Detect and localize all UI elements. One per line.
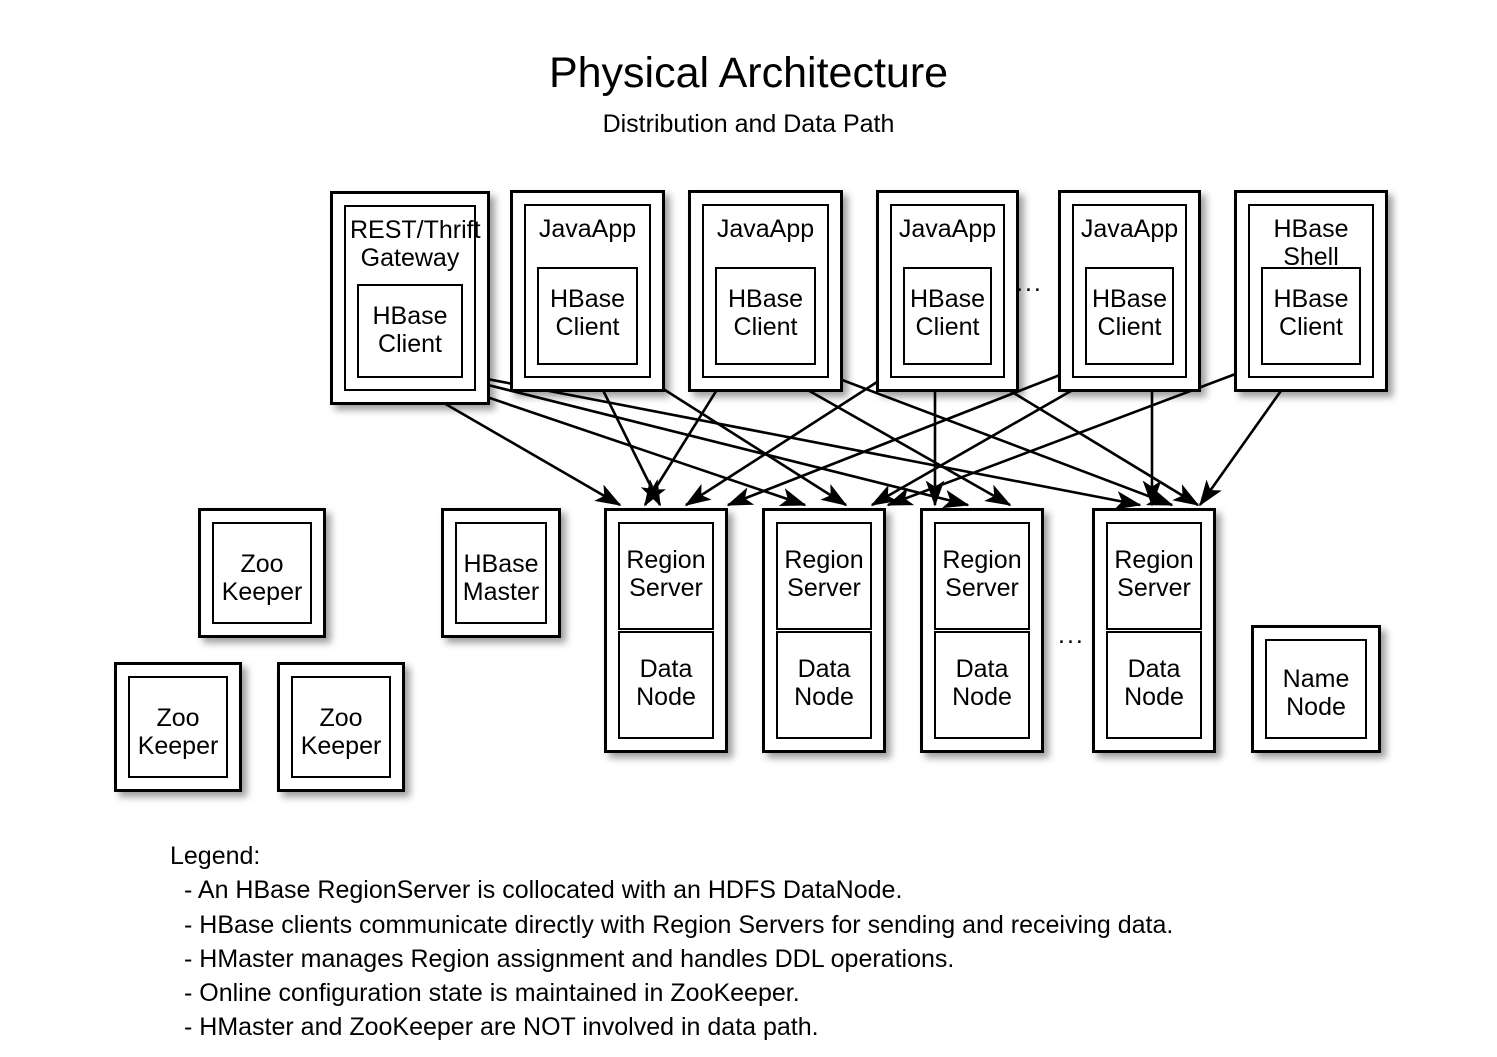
app-container-javaapp-3: JavaApp HBase Client <box>890 204 1005 378</box>
hbase-client-box[interactable]: HBase Client <box>357 284 463 378</box>
hbase-client-label: HBase Client <box>549 285 626 341</box>
name-node-inner: Name Node <box>1265 639 1367 739</box>
region-server-node-2[interactable]: Region Server Data Node <box>762 508 886 753</box>
data-node-label: Data Node <box>1124 655 1184 711</box>
legend-line: - Online configuration state is maintain… <box>184 979 800 1007</box>
zookeeper-node-3[interactable]: Zoo Keeper <box>277 662 405 792</box>
zookeeper-node-2[interactable]: Zoo Keeper <box>114 662 242 792</box>
hbase-client-box[interactable]: HBase Client <box>537 267 638 365</box>
hbase-client-box[interactable]: HBase Client <box>1261 267 1361 365</box>
hbase-client-label: HBase Client <box>1091 285 1168 341</box>
client-node-gateway[interactable]: REST/Thrift Gateway HBase Client <box>330 191 490 405</box>
hbase-client-box[interactable]: HBase Client <box>1085 267 1174 365</box>
hbase-master-node[interactable]: HBase Master <box>441 508 561 638</box>
app-label: HBase Shell <box>1273 215 1349 271</box>
data-node-box-1[interactable]: Data Node <box>618 631 714 739</box>
region-server-label: Region Server <box>784 546 864 602</box>
client-row-ellipsis: ... <box>1016 269 1043 297</box>
client-node-javaapp-2[interactable]: JavaApp HBase Client <box>688 190 843 392</box>
zookeeper-inner-2: Zoo Keeper <box>128 676 228 778</box>
region-server-node-3[interactable]: Region Server Data Node <box>920 508 1044 753</box>
data-node-label: Data Node <box>636 655 696 711</box>
app-label: JavaApp <box>538 215 637 243</box>
legend-title: Legend: <box>170 842 261 870</box>
legend-line: - HBase clients communicate directly wit… <box>184 910 1174 939</box>
region-server-row-ellipsis: ... <box>1058 621 1085 649</box>
hbase-client-box[interactable]: HBase Client <box>903 267 992 365</box>
region-server-label: Region Server <box>942 546 1022 602</box>
region-server-box-4[interactable]: Region Server <box>1106 522 1202 630</box>
page-title: Physical Architecture <box>548 49 949 97</box>
name-node-label: Name Node <box>1282 665 1350 721</box>
app-label: JavaApp <box>716 215 815 243</box>
zookeeper-label: Zoo Keeper <box>137 704 219 760</box>
client-node-javaapp-1[interactable]: JavaApp HBase Client <box>510 190 665 392</box>
data-node-box-2[interactable]: Data Node <box>776 631 872 739</box>
hbase-client-box[interactable]: HBase Client <box>715 267 816 365</box>
page-subtitle: Distribution and Data Path <box>602 110 895 138</box>
app-label: JavaApp <box>1080 215 1179 243</box>
legend-line: - An HBase RegionServer is collocated wi… <box>184 876 903 905</box>
data-node-box-3[interactable]: Data Node <box>934 631 1030 739</box>
region-server-label: Region Server <box>1114 546 1194 602</box>
client-node-javaapp-3[interactable]: JavaApp HBase Client <box>876 190 1019 392</box>
client-node-javaapp-4[interactable]: JavaApp HBase Client <box>1058 190 1201 392</box>
data-node-label: Data Node <box>794 655 854 711</box>
hbase-master-label: HBase Master <box>462 550 540 606</box>
zookeeper-label: Zoo Keeper <box>300 704 382 760</box>
zookeeper-node-1[interactable]: Zoo Keeper <box>198 508 326 638</box>
zookeeper-inner-3: Zoo Keeper <box>291 676 391 778</box>
hbase-client-label: HBase Client <box>909 285 986 341</box>
data-node-label: Data Node <box>952 655 1012 711</box>
app-container-hbase-shell: HBase Shell HBase Client <box>1248 204 1374 378</box>
legend-line: - HMaster and ZooKeeper are NOT involved… <box>184 1013 819 1042</box>
hbase-client-label: HBase Client <box>1273 285 1349 341</box>
region-server-box-2[interactable]: Region Server <box>776 522 872 630</box>
hbase-master-inner: HBase Master <box>455 522 547 624</box>
hbase-client-label: HBase Client <box>372 302 448 358</box>
app-container-javaapp-4: JavaApp HBase Client <box>1072 204 1187 378</box>
data-node-box-4[interactable]: Data Node <box>1106 631 1202 739</box>
region-server-label: Region Server <box>626 546 706 602</box>
legend-line: - HMaster manages Region assignment and … <box>184 944 955 973</box>
region-server-node-4[interactable]: Region Server Data Node <box>1092 508 1216 753</box>
hbase-client-label: HBase Client <box>727 285 804 341</box>
app-container-gateway: REST/Thrift Gateway HBase Client <box>344 205 481 391</box>
region-server-box-3[interactable]: Region Server <box>934 522 1030 630</box>
legend: Legend: - An HBase RegionServer is collo… <box>170 840 1173 1046</box>
name-node[interactable]: Name Node <box>1251 625 1381 753</box>
app-label: JavaApp <box>898 215 997 243</box>
region-server-box-1[interactable]: Region Server <box>618 522 714 630</box>
zookeeper-label: Zoo Keeper <box>221 550 303 606</box>
client-node-hbase-shell[interactable]: HBase Shell HBase Client <box>1234 190 1388 392</box>
app-container-javaapp-2: JavaApp HBase Client <box>702 204 829 378</box>
app-label: REST/Thrift Gateway <box>350 216 481 272</box>
region-server-node-1[interactable]: Region Server Data Node <box>604 508 728 753</box>
zookeeper-inner-1: Zoo Keeper <box>212 522 312 624</box>
app-container-javaapp-1: JavaApp HBase Client <box>524 204 651 378</box>
